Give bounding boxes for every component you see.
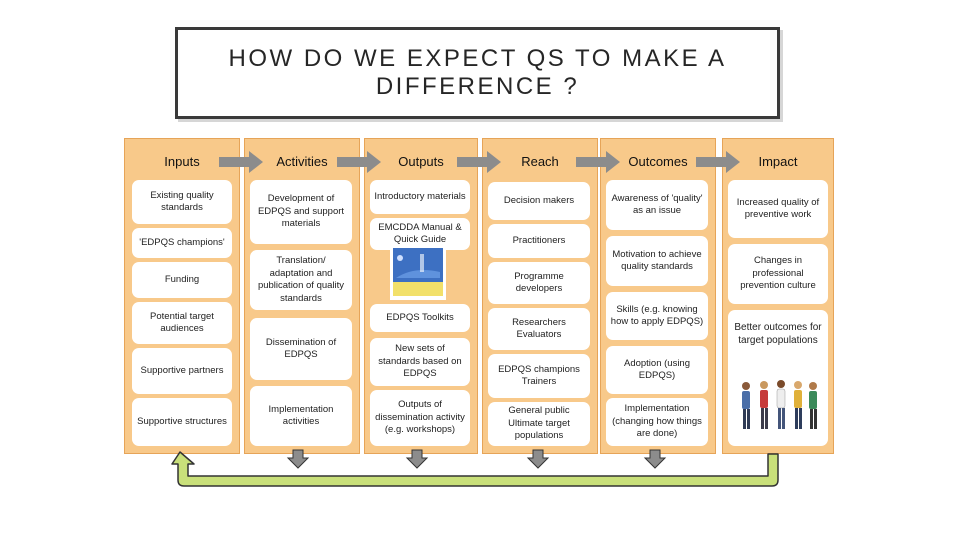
page-title: HOW DO WE EXPECT QS TO MAKE A DIFFERENCE… bbox=[229, 45, 727, 101]
inputs-item-supportive-partners: Supportive partners bbox=[132, 348, 232, 394]
activities-item-translation: Translation/ adaptation and publication … bbox=[250, 250, 352, 310]
down-arrow-icon bbox=[286, 449, 310, 469]
outputs-item-emcdda-manual: EMCDDA Manual & Quick Guide bbox=[370, 218, 470, 250]
outputs-item-new-sets-of-standards: New sets of standards based on EDPQS bbox=[370, 338, 470, 386]
arrow-right-icon bbox=[576, 151, 620, 173]
outputs-item-outputs-of-dissemination: Outputs of dissemination activity (e.g. … bbox=[370, 390, 470, 446]
column-header-outputs: Outputs bbox=[398, 154, 444, 169]
title-line-1: HOW DO WE EXPECT QS TO MAKE A bbox=[228, 45, 727, 72]
column-header-inputs: Inputs bbox=[164, 154, 200, 169]
inputs-item-edpqs-champions: 'EDPQS champions' bbox=[132, 228, 232, 258]
reach-item-researchers-evaluators: Researchers Evaluators bbox=[488, 308, 590, 350]
inputs-item-existing-quality-standards: Existing quality standards bbox=[132, 180, 232, 224]
activities-item-implementation: Implementation activities bbox=[250, 386, 352, 446]
inputs-item-supportive-structures: Supportive structures bbox=[132, 398, 232, 446]
down-arrow-icon bbox=[643, 449, 667, 469]
manual-book-icon bbox=[390, 248, 446, 300]
reach-item-general-public: General public Ultimate target populatio… bbox=[488, 402, 590, 446]
reach-item-edpqs-champions-trainers: EDPQS champions Trainers bbox=[488, 354, 590, 398]
outcomes-item-awareness: Awareness of 'quality' as an issue bbox=[606, 180, 708, 230]
outcomes-item-adoption: Adoption (using EDPQS) bbox=[606, 346, 708, 394]
reach-item-programme-developers: Programme developers bbox=[488, 262, 590, 304]
feedback-loop-bar bbox=[171, 451, 779, 487]
outcomes-item-skills: Skills (e.g. knowing how to apply EDPQS) bbox=[606, 292, 708, 340]
column-header-outcomes: Outcomes bbox=[628, 154, 688, 169]
arrow-right-icon bbox=[219, 151, 263, 173]
inputs-item-potential-target-audiences: Potential target audiences bbox=[132, 302, 232, 344]
down-arrow-icon bbox=[405, 449, 429, 469]
outcomes-item-motivation: Motivation to achieve quality standards bbox=[606, 236, 708, 286]
title-box: HOW DO WE EXPECT QS TO MAKE A DIFFERENCE… bbox=[175, 27, 780, 119]
impact-item-increased-quality: Increased quality of preventive work bbox=[728, 180, 828, 238]
arrow-right-icon bbox=[696, 151, 740, 173]
outputs-item-edpqs-toolkits: EDPQS Toolkits bbox=[370, 304, 470, 332]
column-header-impact: Impact bbox=[758, 154, 798, 169]
outputs-item-introductory-materials: Introductory materials bbox=[370, 180, 470, 214]
activities-item-development: Development of EDPQS and support materia… bbox=[250, 180, 352, 244]
column-header-activities: Activities bbox=[276, 154, 328, 169]
reach-item-decision-makers: Decision makers bbox=[488, 182, 590, 220]
arrow-right-icon bbox=[457, 151, 501, 173]
reach-item-practitioners: Practitioners bbox=[488, 224, 590, 258]
down-arrow-icon bbox=[526, 449, 550, 469]
inputs-item-funding: Funding bbox=[132, 262, 232, 298]
title-line-2: DIFFERENCE ? bbox=[375, 73, 580, 100]
people-group-icon bbox=[742, 380, 817, 429]
impact-item-changes-in-culture: Changes in professional prevention cultu… bbox=[728, 244, 828, 304]
outcomes-item-implementation: Implementation (changing how things are … bbox=[606, 398, 708, 446]
activities-item-dissemination: Dissemination of EDPQS bbox=[250, 318, 352, 380]
arrow-right-icon bbox=[337, 151, 381, 173]
column-header-reach: Reach bbox=[521, 154, 559, 169]
